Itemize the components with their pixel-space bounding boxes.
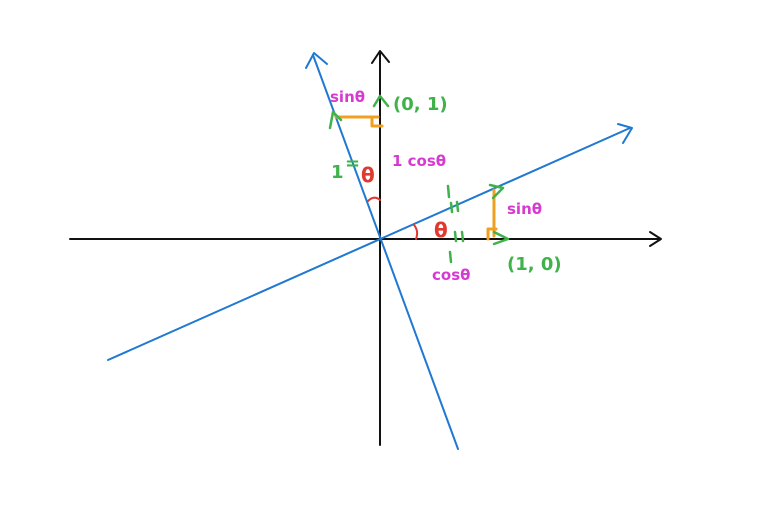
- tick-mark-lower: [448, 250, 453, 264]
- projection-marks: [334, 115, 498, 241]
- right-angle-mark-right: [486, 227, 498, 241]
- angle-arc-right: [413, 224, 419, 240]
- equal-mark-upper-2: [455, 200, 460, 213]
- x-axis-arrow: [649, 231, 662, 247]
- coordinate-axes: [69, 50, 662, 446]
- label-equals: =: [345, 153, 360, 174]
- angle-arcs: [367, 196, 419, 240]
- rotated-x-unit-arrowhead: [488, 183, 505, 200]
- equal-mark-lower-2: [460, 230, 465, 243]
- label-cos-bottom: cosθ: [432, 266, 470, 284]
- label-theta-top: θ: [361, 163, 375, 187]
- y-unit-arrowhead: [372, 94, 390, 108]
- equal-mark-upper-1: [449, 201, 454, 214]
- label-sin-top: sinθ: [330, 88, 365, 106]
- equal-mark-lower-1: [453, 230, 458, 243]
- label-sin-right: sinθ: [507, 200, 542, 218]
- y-axis-arrow: [371, 50, 390, 64]
- rotated-axes: [107, 52, 633, 450]
- label-point-0-1: (0, 1): [393, 94, 448, 115]
- right-angle-mark-top: [370, 115, 384, 128]
- angle-arc-top: [367, 196, 381, 202]
- labels: sinθ (0, 1) 1 = θ 1 cosθ sinθ θ (1, 0) c…: [330, 88, 562, 284]
- rotated-x-axis: [107, 127, 631, 361]
- label-cos-top: 1 cosθ: [392, 152, 446, 170]
- rotated-x-axis-arrow: [617, 123, 633, 144]
- rotated-y-unit-arrowhead: [328, 110, 343, 130]
- label-theta-right: θ: [434, 218, 448, 242]
- rotated-y-axis-arrow: [305, 52, 328, 69]
- label-point-1-0: (1, 0): [507, 254, 562, 275]
- rotated-y-axis: [312, 54, 459, 450]
- x-unit-arrowhead: [492, 230, 510, 246]
- tick-mark-upper: [446, 184, 451, 199]
- green-marks: [328, 94, 510, 264]
- label-one: 1: [331, 162, 344, 183]
